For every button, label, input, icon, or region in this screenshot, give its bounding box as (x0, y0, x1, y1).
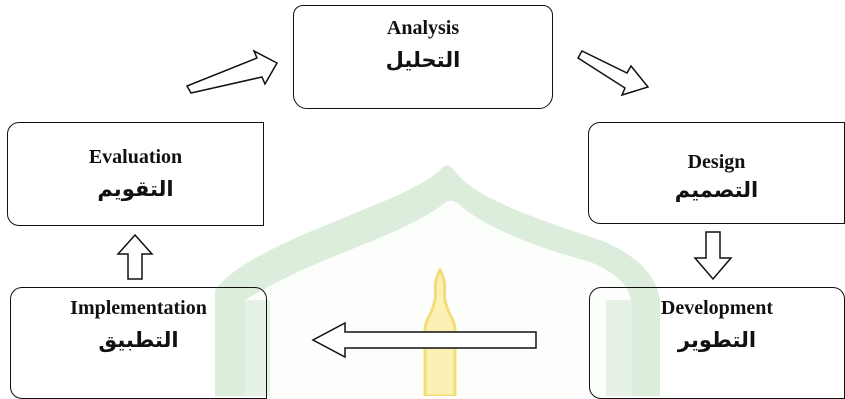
stage-implementation-box: Implementation التطبيق (10, 287, 267, 399)
stage-evaluation-box: Evaluation التقويم (7, 122, 264, 226)
stage-design-english: Design (687, 151, 746, 173)
stage-implementation-arabic: التطبيق (98, 328, 179, 352)
stage-development-english: Development (660, 297, 774, 319)
stage-development-box: Development التطوير (589, 287, 845, 399)
stage-implementation-english: Implementation (70, 297, 207, 319)
stage-design-box: Design التصميم (588, 122, 845, 224)
stage-evaluation-english: Evaluation (88, 146, 183, 168)
stage-design-arabic: التصميم (674, 178, 759, 202)
stage-evaluation-arabic: التقويم (97, 177, 174, 201)
watermark-band-right (606, 300, 632, 396)
stage-development-arabic: التطوير (677, 328, 757, 352)
stage-analysis-english: Analysis (386, 17, 460, 39)
watermark-band-left (245, 300, 270, 396)
stage-analysis-arabic: التحليل (385, 48, 461, 72)
stage-analysis-box: Analysis التحليل (293, 5, 553, 109)
